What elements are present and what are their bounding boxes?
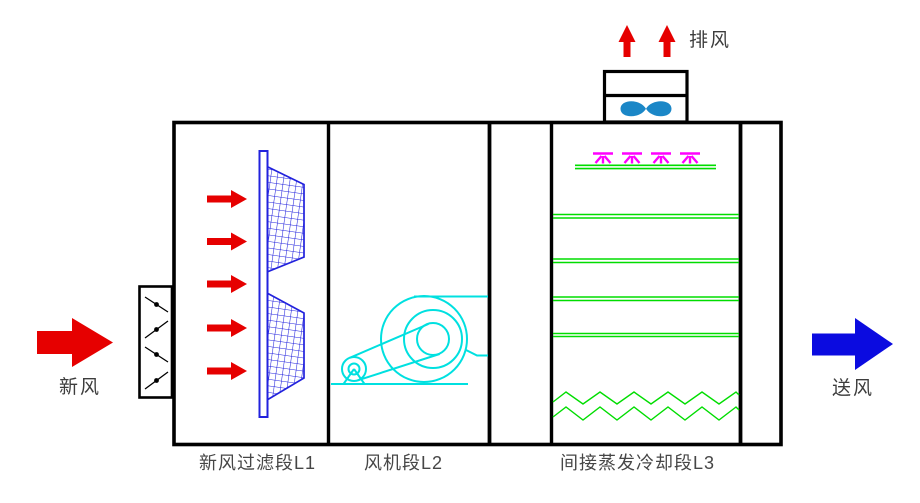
section-label-l2: 风机段L2 xyxy=(364,453,444,473)
fresh-air-arrow xyxy=(37,318,113,367)
exhaust-duct xyxy=(602,69,689,124)
filter-bag-top xyxy=(266,165,305,274)
exhaust-arrows xyxy=(618,25,676,57)
fan-impeller-outer xyxy=(403,309,463,369)
exhaust-air-label: 排风 xyxy=(689,30,732,51)
exhaust-arrow xyxy=(658,25,676,57)
spray-nozzles xyxy=(591,152,702,165)
exhaust-arrow xyxy=(618,25,636,57)
filter-assembly xyxy=(258,150,305,418)
centrifugal-fan xyxy=(331,295,488,385)
damper-blade-pivots xyxy=(154,302,159,383)
motor-stand xyxy=(342,368,366,385)
filter-frame xyxy=(258,150,269,418)
section-label-l3: 间接蒸发冷却段L3 xyxy=(560,453,716,473)
sump-water xyxy=(552,391,740,421)
fresh-air-label: 新风 xyxy=(58,377,101,398)
supply-air-arrow xyxy=(812,318,893,370)
fan-impeller-hub xyxy=(416,322,450,356)
intake-damper xyxy=(138,285,174,399)
filter-bag-bottom xyxy=(266,291,305,402)
exhaust-fan-icon xyxy=(620,101,672,117)
main-casing xyxy=(172,120,783,447)
supply-air-label: 送风 xyxy=(831,378,874,399)
filter-flow-arrows xyxy=(207,190,247,380)
fan-outlet xyxy=(465,349,488,357)
cooling-plates xyxy=(553,164,739,338)
drive-belt xyxy=(349,323,440,382)
motor-pulley-hub xyxy=(347,362,361,376)
section-label-l1: 新风过滤段L1 xyxy=(199,453,317,473)
